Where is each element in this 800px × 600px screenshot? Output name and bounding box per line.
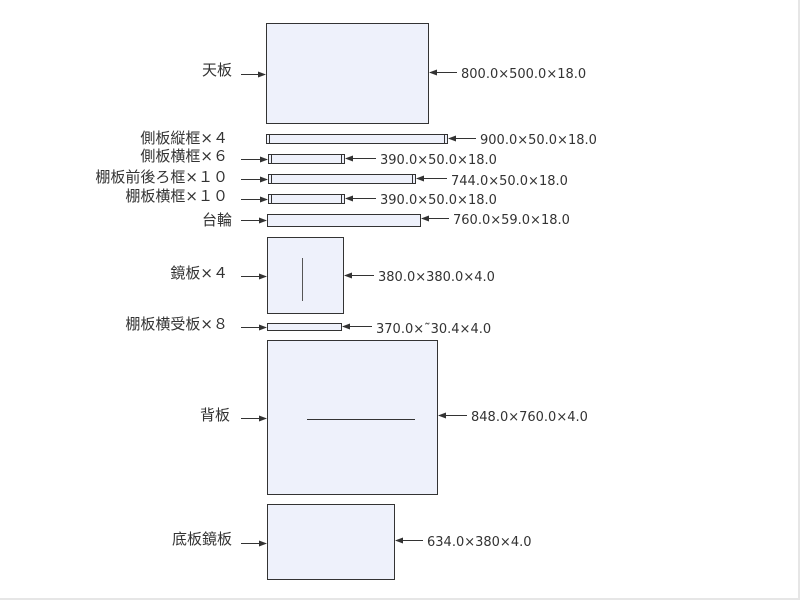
part-base-frame: 台輪 760.0×59.0×18.0 [202, 211, 570, 229]
shelf-frame-fb-dims: 744.0×50.0×18.0 [451, 174, 568, 189]
bottom-mirror-shape [267, 504, 395, 580]
shelf-frame-side-label: 棚板横框×１０ [125, 187, 228, 205]
shelf-frame-side-shape [268, 194, 345, 204]
part-back-panel: 背板 848.0×760.0×4.0 [200, 340, 588, 495]
top-panel-label: 天板 [202, 61, 232, 79]
window-edge-bottom [0, 598, 800, 600]
shelf-frame-side-dims: 390.0×50.0×18.0 [380, 193, 497, 208]
base-frame-shape [267, 214, 421, 227]
side-stile-label: 側板縦框×４ [140, 129, 228, 147]
back-panel-shape [267, 340, 438, 495]
back-panel-label: 背板 [200, 406, 230, 424]
part-shelf-support: 棚板横受板×８ 370.0×˜30.4×4.0 [125, 315, 491, 337]
base-frame-dims: 760.0×59.0×18.0 [453, 213, 570, 228]
shelf-support-shape [267, 323, 342, 331]
part-mirror-panel: 鏡板×４ 380.0×380.0×4.0 [170, 237, 495, 314]
shelf-frame-fb-label: 棚板前後ろ框×１０ [95, 168, 228, 186]
base-frame-label: 台輪 [202, 211, 232, 229]
mirror-panel-dims: 380.0×380.0×4.0 [378, 270, 495, 285]
shelf-support-label: 棚板横受板×８ [125, 315, 228, 333]
mirror-panel-label: 鏡板×４ [170, 264, 228, 282]
top-panel-dims: 800.0×500.0×18.0 [461, 67, 586, 82]
side-rail-shape [268, 154, 345, 164]
part-top-panel: 天板 800.0×500.0×18.0 [202, 23, 586, 124]
back-panel-dims: 848.0×760.0×4.0 [471, 410, 588, 425]
part-shelf-frame-side: 棚板横框×１０ 390.0×50.0×18.0 [125, 187, 496, 208]
bottom-mirror-dims: 634.0×380×4.0 [427, 535, 532, 550]
part-shelf-frame-fb: 棚板前後ろ框×１０ 744.0×50.0×18.0 [95, 168, 567, 189]
part-side-rail: 側板横框×６ 390.0×50.0×18.0 [140, 147, 496, 168]
shelf-support-dims: 370.0×˜30.4×4.0 [376, 322, 491, 337]
window-edge-right [798, 0, 800, 600]
part-bottom-mirror: 底板鏡板 634.0×380×4.0 [172, 504, 532, 580]
side-stile-dims: 900.0×50.0×18.0 [480, 133, 597, 148]
bottom-mirror-label: 底板鏡板 [172, 530, 232, 548]
mirror-panel-shape [267, 237, 344, 314]
top-panel-shape [266, 23, 429, 124]
side-rail-dims: 390.0×50.0×18.0 [380, 153, 497, 168]
side-stile-shape [266, 134, 448, 144]
part-side-stile: 側板縦框×４ 900.0×50.0×18.0 [140, 129, 596, 148]
side-rail-label: 側板横框×６ [140, 147, 228, 165]
shelf-frame-fb-shape [268, 174, 416, 184]
